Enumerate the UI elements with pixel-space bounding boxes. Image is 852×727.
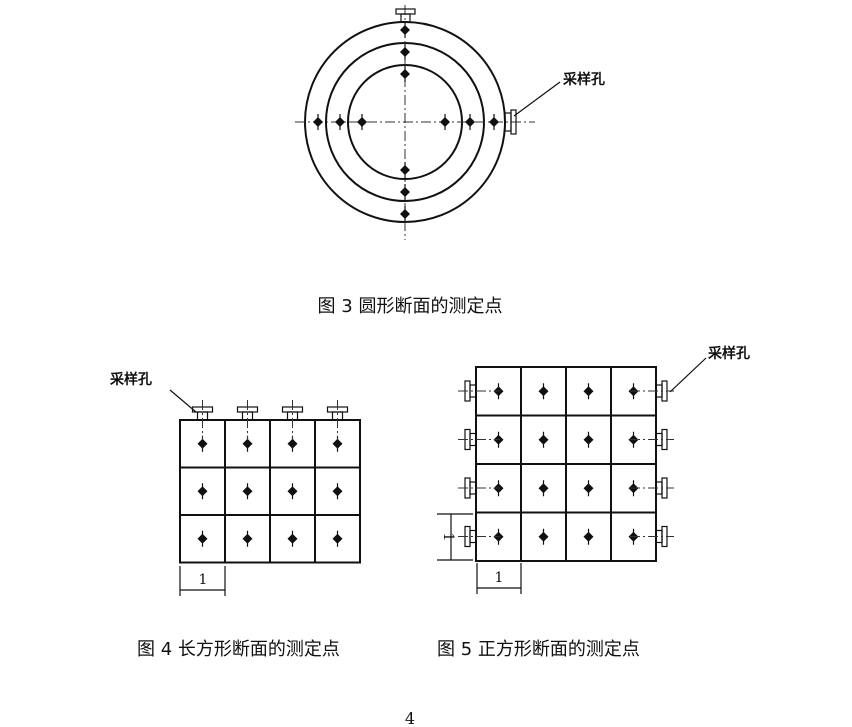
width-dimension (476, 563, 522, 594)
figure-5-caption: 图 5 正方形断面的测定点 (437, 639, 640, 660)
rectangular-section-diagram: 采样孔 1 图 4 长方形断面的测定点 (109, 371, 361, 660)
port-label: 采样孔 (109, 371, 152, 388)
port-leader-line (169, 389, 197, 413)
figure-3-caption: 图 3 圆形断面的测定点 (318, 296, 503, 317)
dimension-label: 1 (199, 572, 208, 588)
square-section-diagram: 采样孔 1 1 图 5 正方形断面的测定点 (437, 345, 750, 660)
port-leader-line (513, 81, 561, 117)
circular-section-diagram: 采样孔 图 3 圆形断面的测定点 (295, 5, 605, 317)
width-dimension (179, 566, 226, 596)
dimension-label-vertical: 1 (440, 533, 456, 542)
port-leader-line (669, 357, 707, 393)
page-number: 4 (405, 709, 415, 727)
figure-4-caption: 图 4 长方形断面的测定点 (137, 639, 340, 660)
sampling-port-right (504, 109, 517, 135)
measurement-points (313, 22, 499, 222)
port-label: 采样孔 (562, 71, 605, 88)
dimension-label-horizontal: 1 (495, 570, 504, 586)
height-dimension (437, 513, 473, 561)
port-label: 采样孔 (707, 345, 750, 362)
